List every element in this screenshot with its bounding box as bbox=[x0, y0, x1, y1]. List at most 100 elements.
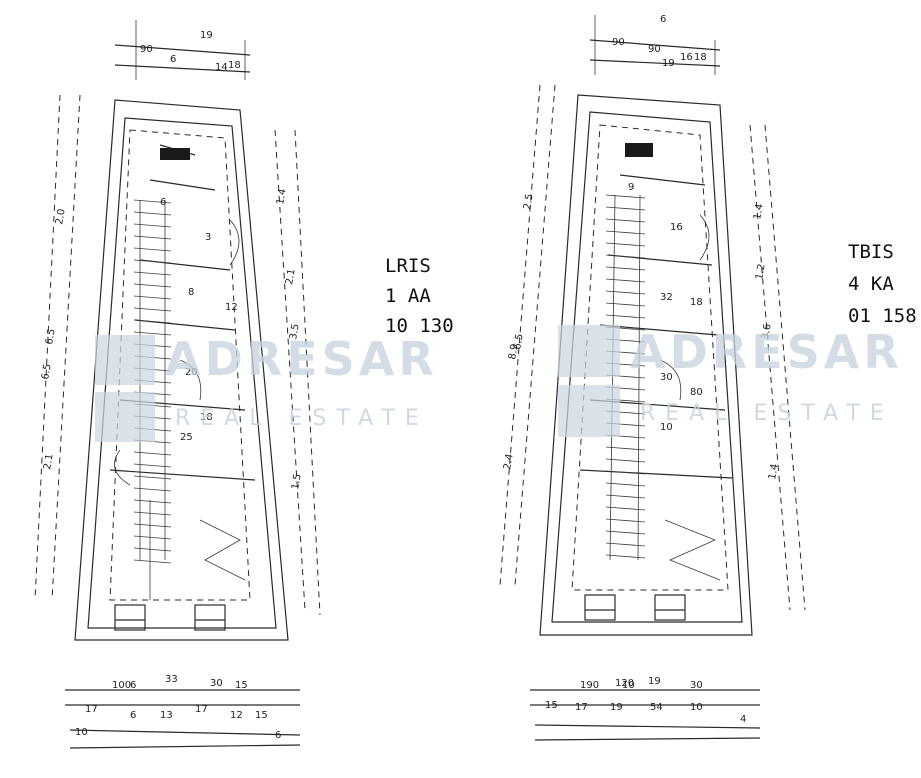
wall bbox=[619, 174, 706, 186]
stair-tread bbox=[605, 518, 646, 523]
stair-tread bbox=[605, 506, 646, 511]
dimension-label: 8.9 bbox=[507, 343, 521, 361]
dimension-label: 6 bbox=[130, 710, 136, 721]
dimension-label: 15 bbox=[545, 700, 558, 711]
dimension-label: 30 bbox=[210, 678, 223, 689]
dim-line-top bbox=[589, 39, 721, 51]
dimension-label: 1.4 bbox=[275, 188, 289, 206]
dimension-label: 3.5 bbox=[288, 323, 302, 341]
dimension-label: 19 bbox=[200, 30, 213, 41]
stair-tread bbox=[133, 511, 172, 516]
stair-tread bbox=[133, 499, 172, 504]
stair-tread bbox=[605, 242, 646, 247]
dimension-label: 19 bbox=[648, 676, 661, 687]
watermark-brand: ADRESAR bbox=[630, 325, 903, 379]
dimension-label: 17 bbox=[195, 704, 208, 715]
plan-label-line-3: 10 130 bbox=[385, 315, 454, 337]
stair-tread bbox=[605, 206, 646, 211]
stair-tread bbox=[605, 530, 646, 535]
door-swing bbox=[699, 214, 710, 261]
dimension-label: 10 bbox=[75, 727, 88, 738]
door-swing bbox=[229, 219, 240, 266]
stair-tread bbox=[605, 254, 646, 259]
dimension-label: 13 bbox=[160, 710, 173, 721]
stair-tread bbox=[605, 218, 646, 223]
dimension-label: 8 bbox=[188, 287, 194, 298]
stair-tread bbox=[133, 559, 172, 564]
dimension-label: 18 bbox=[690, 297, 703, 308]
stair-tread bbox=[133, 547, 172, 552]
building-inner-outline bbox=[87, 117, 277, 629]
dim-line-right bbox=[294, 129, 321, 616]
stair-tread bbox=[133, 331, 172, 336]
dim-line-left bbox=[51, 94, 81, 601]
dimension-label: 6 bbox=[130, 680, 136, 691]
column bbox=[160, 148, 190, 160]
stair-tread bbox=[605, 266, 646, 271]
entrance-step bbox=[194, 604, 226, 631]
watermark-sub: REAL ESTATE bbox=[175, 406, 429, 431]
dim-line-right bbox=[764, 124, 806, 611]
plan-label-line-2: 1 AA bbox=[385, 285, 431, 307]
wall bbox=[199, 519, 246, 581]
stair-tread bbox=[605, 458, 646, 463]
watermark-logo-block bbox=[558, 325, 620, 377]
dimension-label: 17 bbox=[575, 702, 588, 713]
dimension-label: 33 bbox=[165, 674, 178, 685]
dimension-label: 90 bbox=[648, 44, 661, 55]
dimension-label: 10 bbox=[690, 702, 703, 713]
dimension-label: 90 bbox=[612, 37, 625, 48]
stair-tread bbox=[605, 494, 646, 499]
dimension-label: 6 bbox=[170, 54, 176, 65]
dimension-label: 100 bbox=[112, 680, 131, 691]
dimension-label: 12 bbox=[230, 710, 243, 721]
dimension-label: 32 bbox=[660, 292, 673, 303]
dimension-label: 4 bbox=[740, 714, 746, 725]
watermark-right: ADRESAR REAL ESTATE bbox=[558, 325, 903, 437]
dimension-label: 16 bbox=[680, 52, 693, 63]
dimension-label: 3 bbox=[205, 232, 211, 243]
stair-tread bbox=[133, 235, 172, 240]
dimension-label: 19 bbox=[610, 702, 623, 713]
room-boundary bbox=[571, 124, 729, 591]
stair-tread bbox=[133, 319, 172, 324]
dimension-label: 1.5 bbox=[290, 473, 304, 491]
plan-label-line-3: 01 158 bbox=[848, 305, 917, 327]
watermark-sub: REAL ESTATE bbox=[640, 401, 894, 426]
building-outline bbox=[74, 99, 289, 641]
dimension-label: 6 bbox=[275, 730, 281, 741]
dim-line-left bbox=[34, 94, 61, 601]
dimension-label: 2.1 bbox=[42, 453, 56, 471]
stair-tread bbox=[133, 487, 172, 492]
dimension-label: 19 bbox=[662, 58, 675, 69]
dimension-label: 6.5 bbox=[44, 328, 58, 346]
stair-tread bbox=[133, 475, 172, 480]
dimension-label: 9 bbox=[628, 182, 634, 193]
dimension-label: 30 bbox=[660, 372, 673, 383]
dim-line-right bbox=[274, 129, 306, 611]
stair-tread bbox=[605, 470, 646, 475]
stair-tread bbox=[605, 542, 646, 547]
stair-tread bbox=[133, 295, 172, 300]
dimension-label: 2.0 bbox=[54, 208, 68, 226]
stair-tread bbox=[133, 283, 172, 288]
dimension-label: 15 bbox=[235, 680, 248, 691]
stair-tread bbox=[133, 463, 172, 468]
dimension-label: 1.4 bbox=[767, 463, 781, 481]
dimension-label: 10 bbox=[622, 680, 635, 691]
building-inner-outline bbox=[551, 111, 743, 623]
dimension-label: 2.4 bbox=[502, 453, 516, 471]
building-outline bbox=[539, 94, 753, 636]
dimension-label: 80 bbox=[690, 387, 703, 398]
dimension-label: 90 bbox=[140, 44, 153, 55]
dimension-label: 3.6 bbox=[760, 323, 774, 341]
dimension-label: 190 bbox=[580, 680, 599, 691]
dim-line-bottom bbox=[534, 737, 761, 741]
stair-tread bbox=[133, 199, 172, 204]
dimension-label: 16 bbox=[670, 222, 683, 233]
dim-line-bottom bbox=[69, 744, 301, 749]
dimension-label: 6.5 bbox=[512, 333, 526, 351]
dimension-label: 15 bbox=[255, 710, 268, 721]
